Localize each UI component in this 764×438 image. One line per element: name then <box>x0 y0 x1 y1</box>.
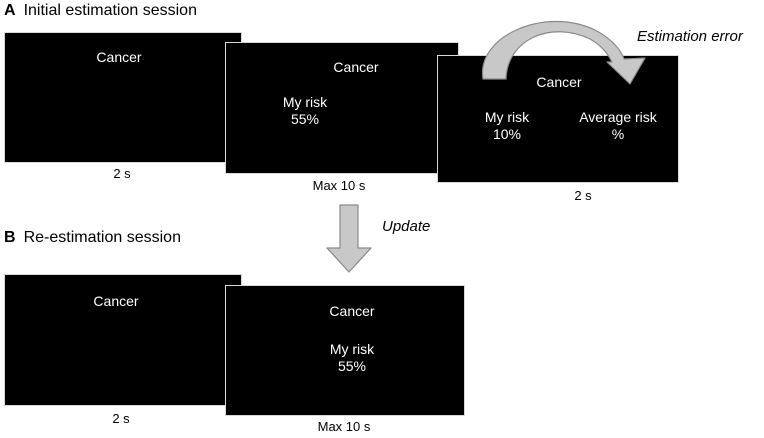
screen-a3-my-risk-label: My risk <box>484 109 530 125</box>
screen-b2-my-risk-label: My risk <box>329 341 375 357</box>
section-b-title: B Re-estimation session <box>4 229 181 247</box>
screen-b1-caption: 2 s <box>112 411 130 426</box>
screen-b1: Cancer <box>4 274 242 406</box>
screen-a2-caption: Max 10 s <box>312 178 366 193</box>
screen-a2-title: Cancer <box>333 59 379 75</box>
screen-b2: Cancer My risk 55% <box>225 285 465 416</box>
screen-b2-caption: Max 10 s <box>317 419 371 434</box>
screen-a2-my-risk-value: 55% <box>290 111 320 127</box>
screen-a3-caption: 2 s <box>574 188 592 203</box>
screen-a3-avg-risk-value: % <box>611 126 625 142</box>
screen-b2-my-risk-value: 55% <box>337 358 367 374</box>
screen-a3-my-risk-value: 10% <box>492 126 522 142</box>
screen-a1: Cancer <box>4 32 242 163</box>
screen-a3-title: Cancer <box>536 74 582 90</box>
section-a-letter: A <box>4 2 16 19</box>
screen-b1-title: Cancer <box>93 293 139 309</box>
update-label: Update <box>382 218 431 235</box>
section-b-letter: B <box>4 229 16 246</box>
screen-a1-caption: 2 s <box>113 166 131 181</box>
screen-a3: Cancer My risk 10% Average risk % <box>437 55 679 183</box>
estimation-error-label: Estimation error <box>637 28 743 45</box>
screen-a2: Cancer My risk 55% <box>225 42 459 174</box>
screen-a1-title: Cancer <box>96 49 142 65</box>
screen-a3-avg-risk-label: Average risk <box>579 109 657 125</box>
screen-b2-title: Cancer <box>329 303 375 319</box>
section-b-text: Re-estimation session <box>23 229 181 246</box>
section-a-text: Initial estimation session <box>23 2 197 19</box>
screen-a2-my-risk-label: My risk <box>282 94 328 110</box>
section-a-title: A Initial estimation session <box>4 2 197 20</box>
